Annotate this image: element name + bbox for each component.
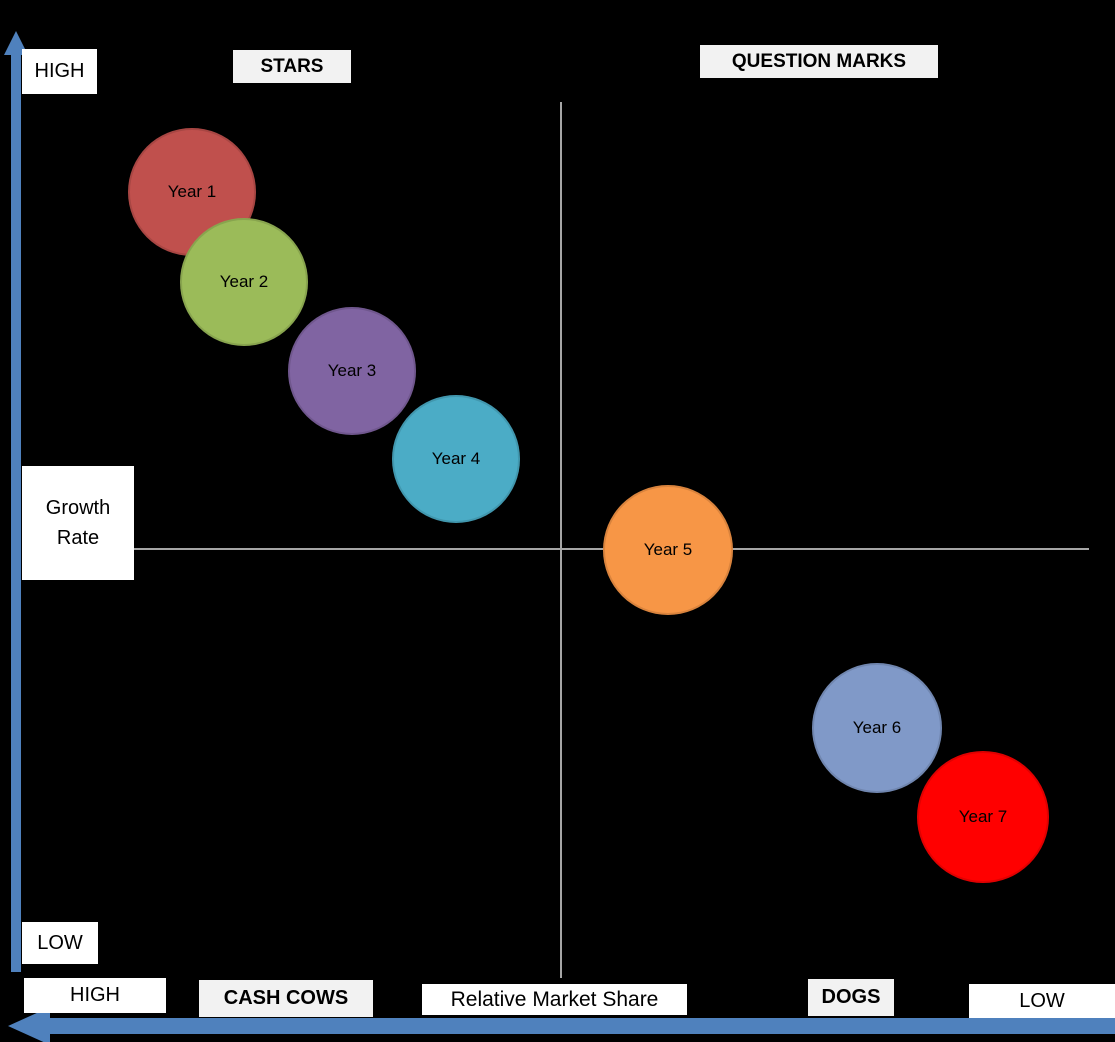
bubble-label: Year 2 <box>219 272 269 291</box>
bubble-year-4: Year 4 <box>392 395 520 523</box>
x-axis-line <box>50 1018 1115 1034</box>
bubble-label: Year 1 <box>167 182 217 201</box>
bubble-label: Year 5 <box>643 540 693 559</box>
x-axis-low-label: LOW <box>969 984 1115 1018</box>
x-axis-title: Relative Market Share <box>422 984 687 1015</box>
quadrant-label-cash-cows: CASH COWS <box>199 980 373 1017</box>
x-axis-high-label: HIGH <box>24 978 166 1013</box>
bubble-label: Year 3 <box>327 361 377 380</box>
quadrant-label-dogs: DOGS <box>808 979 894 1016</box>
bubble-year-5: Year 5 <box>603 485 733 615</box>
quadrant-label-question-marks: QUESTION MARKS <box>700 45 938 78</box>
y-axis-line <box>11 52 21 972</box>
bubble-year-2: Year 2 <box>180 218 308 346</box>
y-axis-title: Growth Rate <box>22 466 134 580</box>
bubble-year-6: Year 6 <box>812 663 942 793</box>
bubble-year-7: Year 7 <box>917 751 1049 883</box>
y-axis-low-label: LOW <box>22 922 98 964</box>
y-axis-high-label: HIGH <box>22 49 97 94</box>
bubble-label: Year 4 <box>431 449 481 468</box>
bubble-label: Year 6 <box>852 718 902 737</box>
quadrant-label-stars: STARS <box>233 50 351 83</box>
quadrant-divider-vertical <box>560 102 562 978</box>
bubble-year-3: Year 3 <box>288 307 416 435</box>
bubble-label: Year 7 <box>958 807 1008 826</box>
